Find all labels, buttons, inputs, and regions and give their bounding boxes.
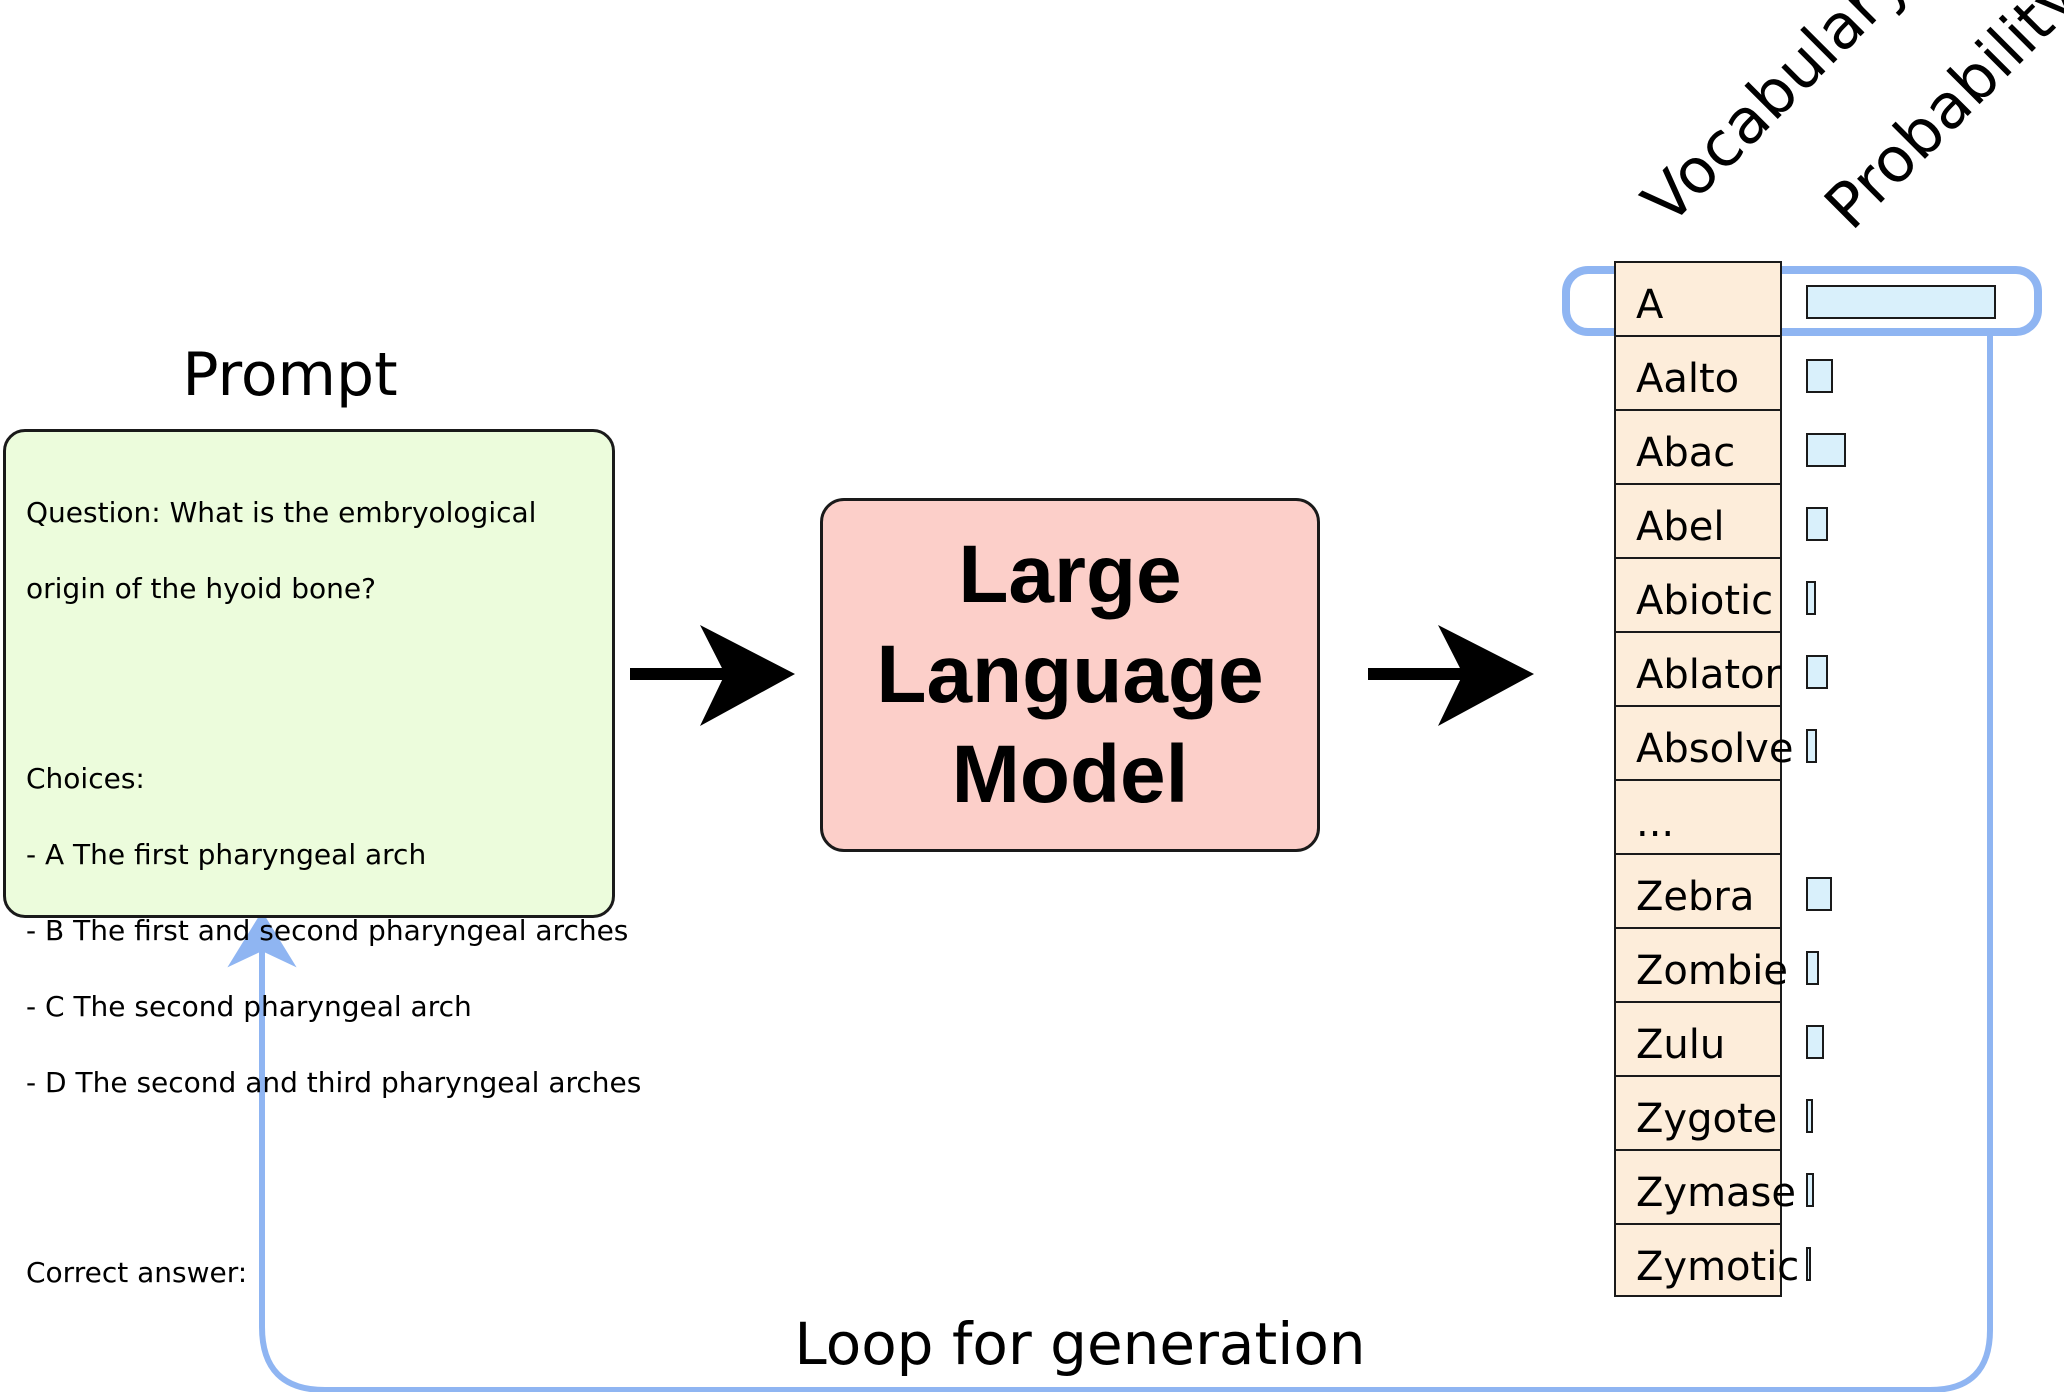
prompt-title: Prompt — [182, 340, 398, 410]
vocab-token: Abiotic — [1614, 557, 1782, 631]
vocab-token: Zygote — [1614, 1075, 1782, 1149]
llm-box: Large Language Model — [820, 498, 1320, 852]
arrow-prompt-to-model — [630, 625, 795, 726]
choice-a: - A The first pharyngeal arch — [26, 838, 427, 871]
question-line-2: origin of the hyoid bone? — [26, 572, 376, 605]
choice-b: - B The first and second pharyngeal arch… — [26, 914, 629, 947]
vocab-token: A — [1614, 261, 1782, 335]
probability-bar — [1806, 1173, 1814, 1207]
question-line-1: Question: What is the embryological — [26, 496, 537, 529]
vocabulary-table: A Aalto Abac Abel Abiotic Ablator Absolv… — [1614, 261, 1799, 1297]
arrow-model-to-vocabulary — [1368, 625, 1534, 726]
probability-bar — [1806, 655, 1828, 689]
vocab-token: Zebra — [1614, 853, 1782, 927]
choices-header: Choices: — [26, 762, 145, 795]
selected-token-highlight — [1562, 266, 2042, 336]
probability-bar — [1806, 951, 1819, 985]
vocab-token: Zombie — [1614, 927, 1788, 1001]
probability-bar — [1806, 1025, 1824, 1059]
probability-bar — [1806, 729, 1817, 763]
loop-arrowhead — [227, 911, 297, 968]
prompt-box: Question: What is the embryological orig… — [3, 429, 641, 1289]
vocab-token: Ablator — [1614, 631, 1782, 705]
probability-bar — [1806, 433, 1846, 467]
probability-bar — [1806, 285, 1996, 319]
probability-bar — [1806, 359, 1833, 393]
llm-label-line-1: Large — [958, 529, 1182, 620]
vocab-token: Absolve — [1614, 705, 1793, 779]
vocab-token: Abel — [1614, 483, 1782, 557]
vocab-token: Aalto — [1614, 335, 1782, 409]
probability-bar — [1806, 507, 1828, 541]
vocab-token: Zulu — [1614, 1001, 1782, 1075]
probability-bar — [1806, 877, 1832, 911]
probability-bar — [1806, 1099, 1813, 1133]
choice-c: - C The second pharyngeal arch — [26, 990, 472, 1023]
vocab-token: ... — [1614, 779, 1782, 853]
llm-label-line-2: Language — [876, 629, 1264, 720]
vocab-token: Zymotic — [1614, 1223, 1799, 1297]
probability-bar — [1806, 581, 1816, 615]
choice-d: - D The second and third pharyngeal arch… — [26, 1066, 642, 1099]
loop-label: Loop for generation — [794, 1310, 1366, 1378]
generation-loop-path — [259, 332, 1993, 1392]
answer-label: Correct answer: — [26, 1256, 248, 1289]
probability-bar — [1806, 1247, 1811, 1281]
vocab-token: Abac — [1614, 409, 1782, 483]
llm-label-line-3: Model — [951, 729, 1189, 820]
vocab-token: Zymase — [1614, 1149, 1796, 1223]
